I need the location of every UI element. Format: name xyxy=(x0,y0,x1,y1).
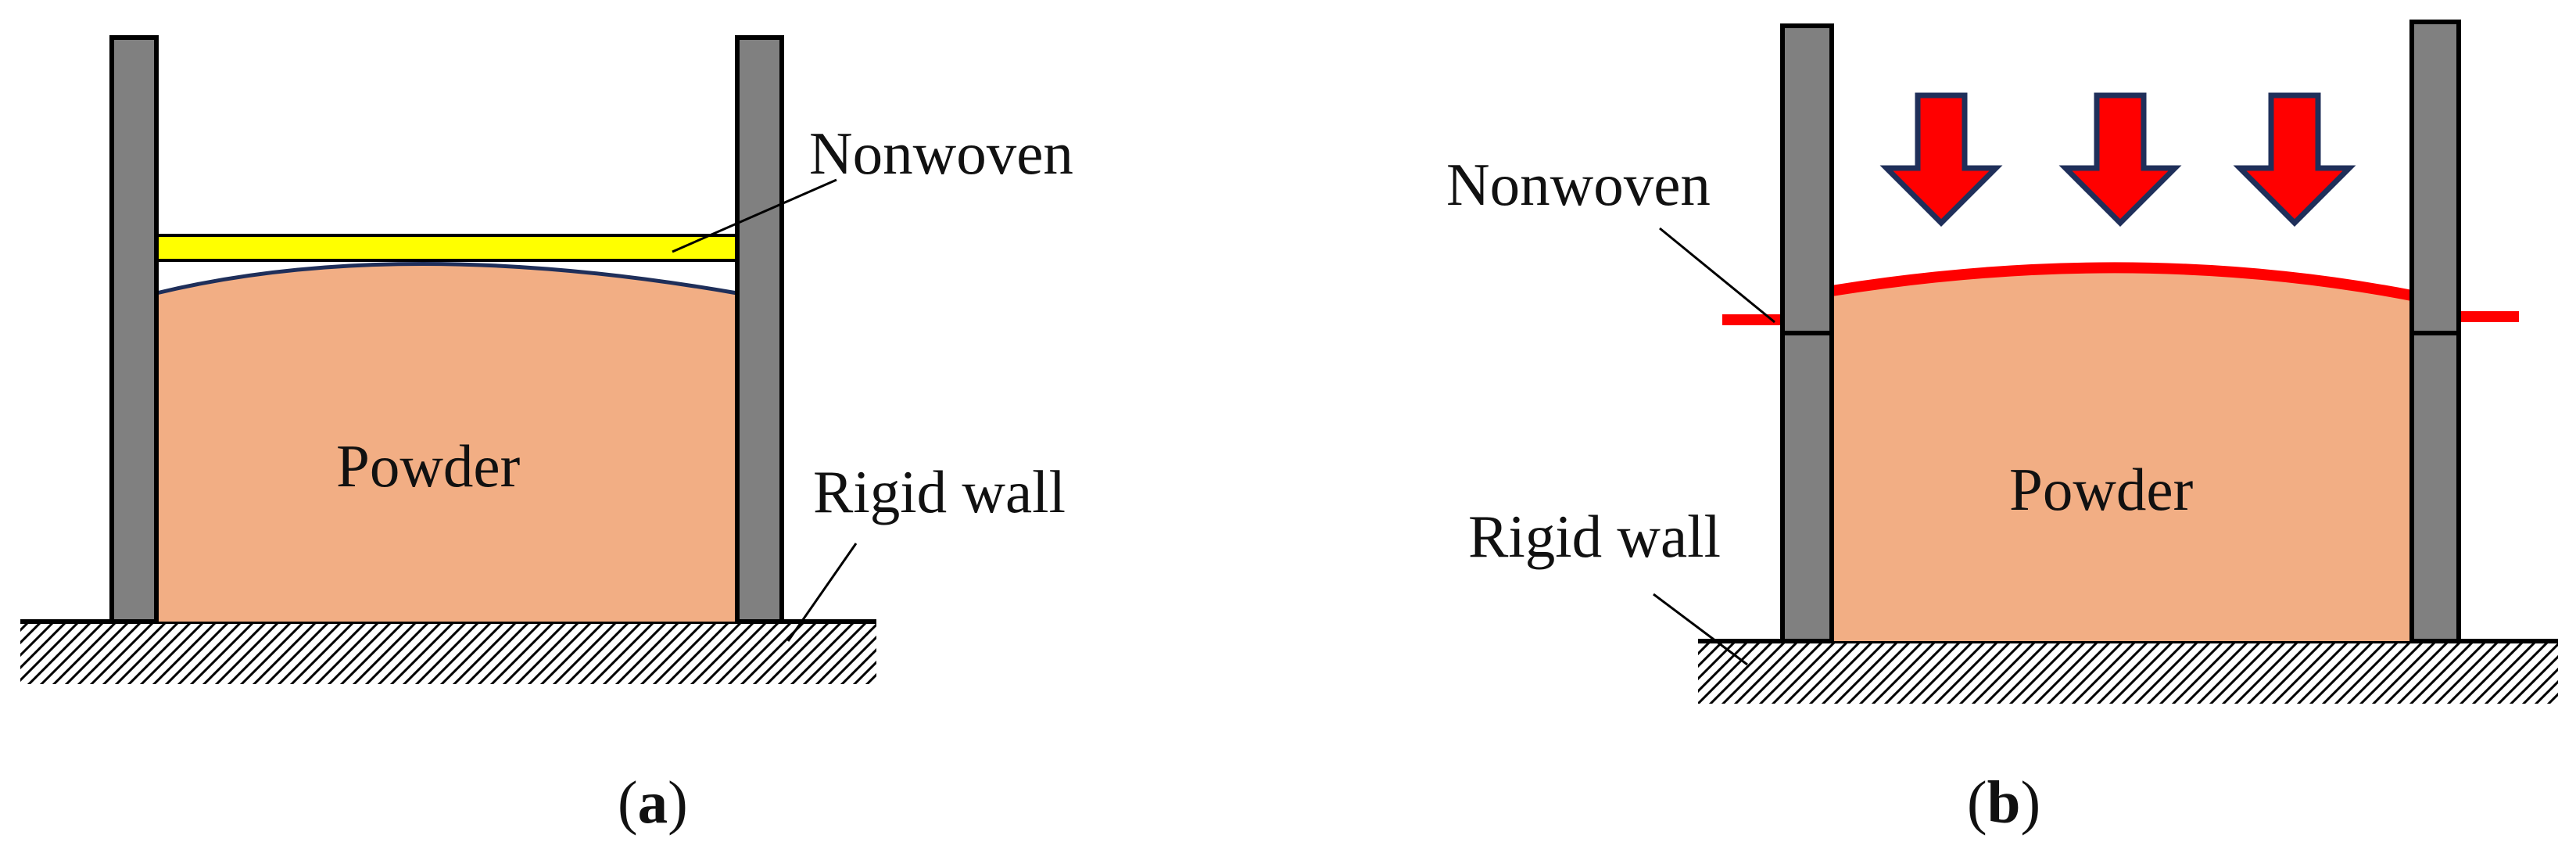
nonwoven-band-a xyxy=(155,234,739,262)
down-arrow-2-b xyxy=(2058,92,2182,227)
caption-b: (b) xyxy=(1967,769,2040,836)
down-arrow-3-b xyxy=(2233,92,2356,227)
ground-hatch-a xyxy=(20,622,876,684)
left-wall-upper-b xyxy=(1780,23,1834,335)
powder-b xyxy=(1832,267,2412,641)
rigid-wall-leader-b xyxy=(1653,593,1748,666)
rigid-wall-label-b: Rigid wall xyxy=(1468,503,1721,570)
powder-a xyxy=(156,263,737,622)
rigid-wall-leader-a xyxy=(786,543,858,642)
nonwoven-curve-b xyxy=(1830,262,2413,301)
left-wall-a xyxy=(109,35,159,624)
nonwoven-label-b: Nonwoven xyxy=(1446,151,1711,218)
right-wall-lower-b xyxy=(2409,331,2461,643)
nonwoven-leader-a xyxy=(672,178,837,253)
rigid-wall-label-a: Rigid wall xyxy=(813,458,1066,525)
ground-hatch-b xyxy=(1698,641,2558,704)
right-wall-a xyxy=(735,35,784,624)
nonwoven-leader-b xyxy=(1659,227,1775,324)
nonwoven-label-a: Nonwoven xyxy=(809,120,1073,187)
down-arrow-1-b xyxy=(1879,92,2003,227)
caption-a: (a) xyxy=(618,769,688,836)
powder-label-b: Powder xyxy=(2009,456,2193,523)
powder-label-a: Powder xyxy=(336,432,520,500)
right-wall-upper-b xyxy=(2409,20,2461,335)
panel-a: Nonwoven Powder Rigid wall (a) xyxy=(20,35,1073,836)
powder-top-outline-a xyxy=(156,262,738,296)
panel-b: Nonwoven Powder Rigid wall (b) xyxy=(1446,20,2558,836)
left-wall-lower-b xyxy=(1780,331,1834,643)
